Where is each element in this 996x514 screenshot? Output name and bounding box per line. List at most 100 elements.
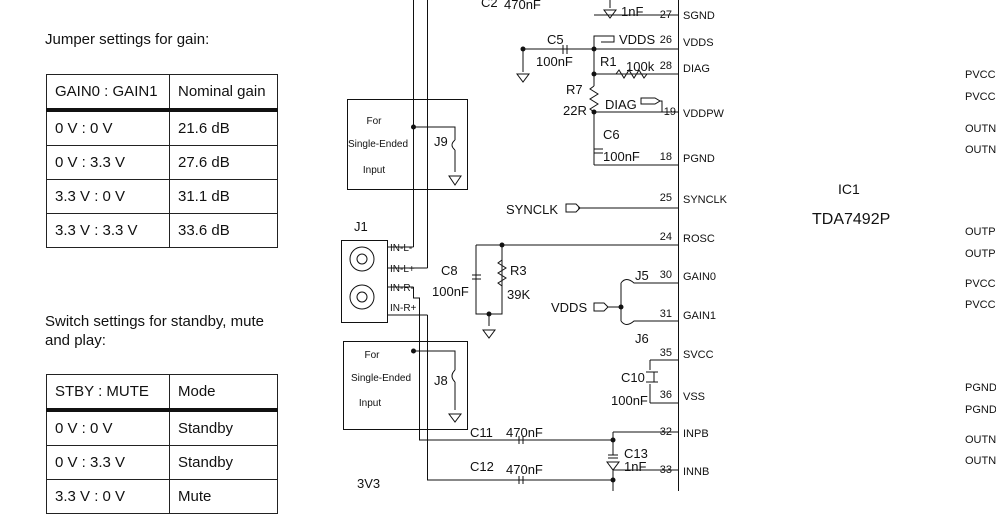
pin-name: SYNCLK [683,194,728,206]
table-header-cell: GAIN0 : GAIN1 [46,74,170,112]
pin-number: 32 [660,426,672,438]
table-header-row: GAIN0 : GAIN1 Nominal gain [46,74,278,112]
table-cell: Standby [169,409,278,446]
table-header-cell: Nominal gain [169,74,278,112]
table-cell: 3.3 V : 0 V [46,179,170,214]
pin-name: VDDPW [683,108,725,120]
pin-number: 26 [660,34,672,46]
single-ended-box-j9 [347,99,468,190]
table-header-row: STBY : MUTE Mode [46,374,278,412]
c13-ref: C13 [624,446,648,461]
j1-label: J1 [354,219,368,234]
vdds-label: VDDS [619,32,655,47]
right-pin-name: OUTN [965,144,996,156]
box-j8-line: Single-Ended [351,373,411,384]
gain-table-heading: Jumper settings for gain: [45,31,210,48]
single-ended-box-j8 [343,341,468,430]
table-cell: 3.3 V : 3.3 V [46,213,170,248]
vdds2-label: VDDS [551,300,587,315]
pin-name: SVCC [683,349,714,361]
c10-ref: C10 [621,370,645,385]
pin-name: INPB [683,428,709,440]
c5-ref: C5 [547,32,564,47]
table-row: 0 V : 0 V Standby [46,409,278,446]
box-j8-line: For [365,350,381,361]
right-pin-name: PVCC [965,299,996,311]
table-header-cell: Mode [169,374,278,412]
pin-number: 35 [660,347,672,359]
c10-value: 100nF [611,393,648,408]
right-pin-name: OUTN [965,123,996,135]
table-row: 0 V : 0 V 21.6 dB [46,109,278,146]
c13-value: 1nF [624,459,646,474]
diag-label: DIAG [605,97,637,112]
table-cell: 33.6 dB [169,213,278,248]
right-pin-name: PGND [965,404,996,416]
mode-heading-line: Switch settings for standby, mute [45,313,264,330]
r7-value: 22R [563,103,587,118]
ic-ref: IC1 [838,181,860,197]
right-pin-name: PGND [965,382,996,394]
pin-name: SGND [683,10,715,22]
table-cell: 0 V : 0 V [46,409,170,446]
j5-ref: J5 [635,268,649,283]
mode-heading-line: and play: [45,332,106,349]
in-l-minus-label: IN-L- [390,243,412,254]
table-row: 3.3 V : 0 V 31.1 dB [46,179,278,214]
c8-ref: C8 [441,263,458,278]
pin-name: ROSC [683,233,715,245]
pin-number: 28 [660,60,672,72]
pin-name: VSS [683,391,705,403]
table-cell: 21.6 dB [169,109,278,146]
right-pin-name: OUTP [965,248,996,260]
table-cell: Standby [169,445,278,480]
c6-value: 100nF [603,149,640,164]
pin-name: GAIN0 [683,271,716,283]
pin-number: 31 [660,308,672,320]
mode-table-heading: Switch settings for standby, mute and pl… [45,312,264,350]
pin-number: 24 [660,231,672,243]
r7-ref: R7 [566,82,583,97]
pin-number: 19 [664,106,676,118]
table-cell: 0 V : 3.3 V [46,445,170,480]
r3-value: 39K [507,287,530,302]
box-j9-line: Single-Ended [348,139,408,150]
ic-part-number: TDA7492P [812,211,890,228]
in-r-plus-label: IN-R+ [390,303,417,314]
pin-name: PGND [683,153,715,165]
pin-name: GAIN1 [683,310,716,322]
j1-connector [341,240,388,323]
table-row: 0 V : 3.3 V 27.6 dB [46,145,278,180]
box-j9-line: Input [363,165,385,176]
synclk-label: SYNCLK [506,202,558,217]
table-cell: 0 V : 0 V [46,109,170,146]
c6-ref: C6 [603,127,620,142]
c12-ref: C12 [470,459,494,474]
supply-3v3-label: 3V3 [357,476,380,491]
right-pin-name: PVCC [965,91,996,103]
right-pin-name: PVCC [965,278,996,290]
j8-label: J8 [434,373,448,388]
r3-ref: R3 [510,263,527,278]
table-row: 0 V : 3.3 V Standby [46,445,278,480]
right-pin-name: OUTP [965,226,996,238]
right-pin-name: OUTN [965,455,996,467]
in-r-minus-label: IN-R- [390,283,414,294]
r1-ref: R1 [600,54,617,69]
table-cell: 0 V : 3.3 V [46,145,170,180]
c11-value: 470nF [506,425,543,440]
table-row: 3.3 V : 3.3 V 33.6 dB [46,213,278,248]
box-j8-line: Input [359,398,381,409]
table-header-cell: STBY : MUTE [46,374,170,412]
pin-number: 27 [660,9,672,21]
j9-label: J9 [434,134,448,149]
box-j9-line: For [367,116,383,127]
pin-number: 18 [660,151,672,163]
c11-ref: C11 [470,425,493,440]
c2-value: 470nF [504,0,541,12]
r1-value: 100k [626,59,655,74]
j6-ref: J6 [635,331,649,346]
right-pin-name: OUTN [965,434,996,446]
pin-number: 33 [660,464,672,476]
schematic-diagram: For Single-Ended Input For Single-Ended … [341,0,996,491]
